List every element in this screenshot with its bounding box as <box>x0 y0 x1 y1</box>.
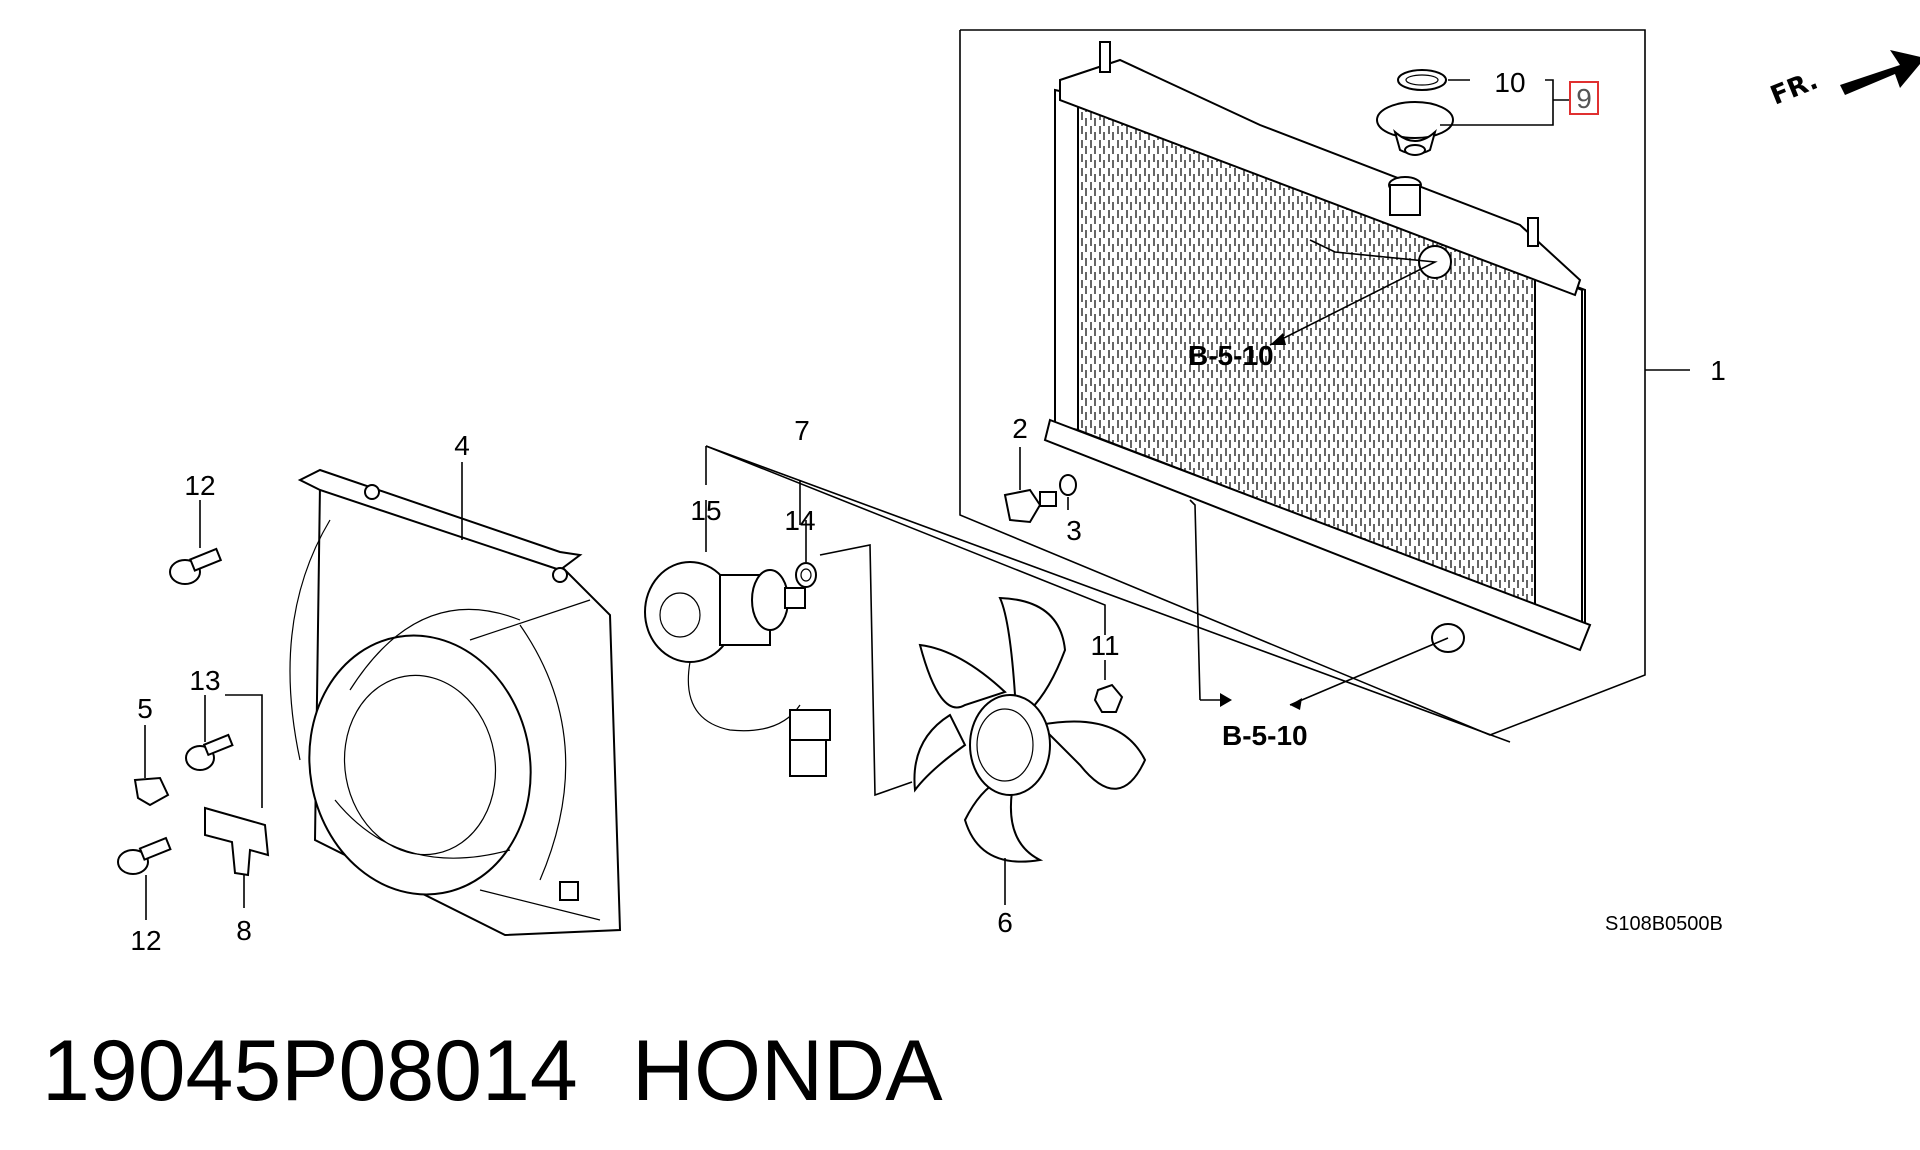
shroud-bracket[interactable] <box>204 806 270 877</box>
reference-bottom[interactable]: B-5-10 <box>1222 720 1308 751</box>
reference-top[interactable]: B-5-10 <box>1188 340 1274 371</box>
nut-11[interactable] <box>1093 683 1124 713</box>
mount-peg-right <box>1527 217 1539 247</box>
part-number-caption: 19045P08014 <box>42 1023 578 1119</box>
radiator-assembly[interactable] <box>959 29 1646 736</box>
radiator-top-header <box>1059 58 1582 297</box>
callout-1: 1 <box>1710 355 1726 386</box>
brand-caption: HONDA <box>632 1023 943 1119</box>
front-label: FR. <box>1766 66 1822 112</box>
diagram-code: S108B0500B <box>1605 913 1723 935</box>
radiator-cap[interactable] <box>1376 101 1454 156</box>
front-direction-arrow-icon <box>1840 50 1920 95</box>
radiator-right-tank <box>1534 270 1583 632</box>
bolt-13[interactable] <box>185 733 234 771</box>
callout-13: 13 <box>189 665 220 696</box>
radiator-bottom-header <box>1043 418 1592 652</box>
callout-14: 14 <box>784 505 815 536</box>
drain-plug[interactable] <box>1003 488 1057 524</box>
fan-blade[interactable] <box>913 596 1147 863</box>
fan-motor[interactable] <box>644 561 806 732</box>
radiator-frame-line <box>959 29 1646 736</box>
motor-connector[interactable] <box>789 709 831 777</box>
callout-9: 9 <box>1576 83 1592 114</box>
callout-7: 7 <box>794 415 810 446</box>
callout-12-bottom: 12 <box>130 925 161 956</box>
drain-washer[interactable] <box>1059 474 1077 496</box>
callout-5: 5 <box>137 693 153 724</box>
mount-peg-left <box>1099 41 1111 73</box>
highlight-box <box>1569 81 1599 115</box>
callout-15: 15 <box>690 495 721 526</box>
radiator-left-tank <box>1054 88 1079 432</box>
callout-11: 11 <box>1090 630 1119 661</box>
callout-12-top: 12 <box>184 470 215 501</box>
motor-washer[interactable] <box>795 562 817 588</box>
callout-8: 8 <box>236 915 252 946</box>
callout-3: 3 <box>1066 515 1082 546</box>
clip-nut-5[interactable] <box>133 776 170 807</box>
callout-4: 4 <box>454 430 470 461</box>
callout-2: 2 <box>1012 413 1028 444</box>
fan-shroud[interactable] <box>289 468 622 937</box>
bolt-12-top[interactable] <box>169 547 223 585</box>
filler-neck-body <box>1389 184 1421 216</box>
bolt-12-bottom[interactable] <box>117 836 172 875</box>
callout-10: 10 <box>1494 67 1525 98</box>
cap-o-ring[interactable] <box>1397 69 1447 91</box>
callout-6: 6 <box>997 907 1013 938</box>
